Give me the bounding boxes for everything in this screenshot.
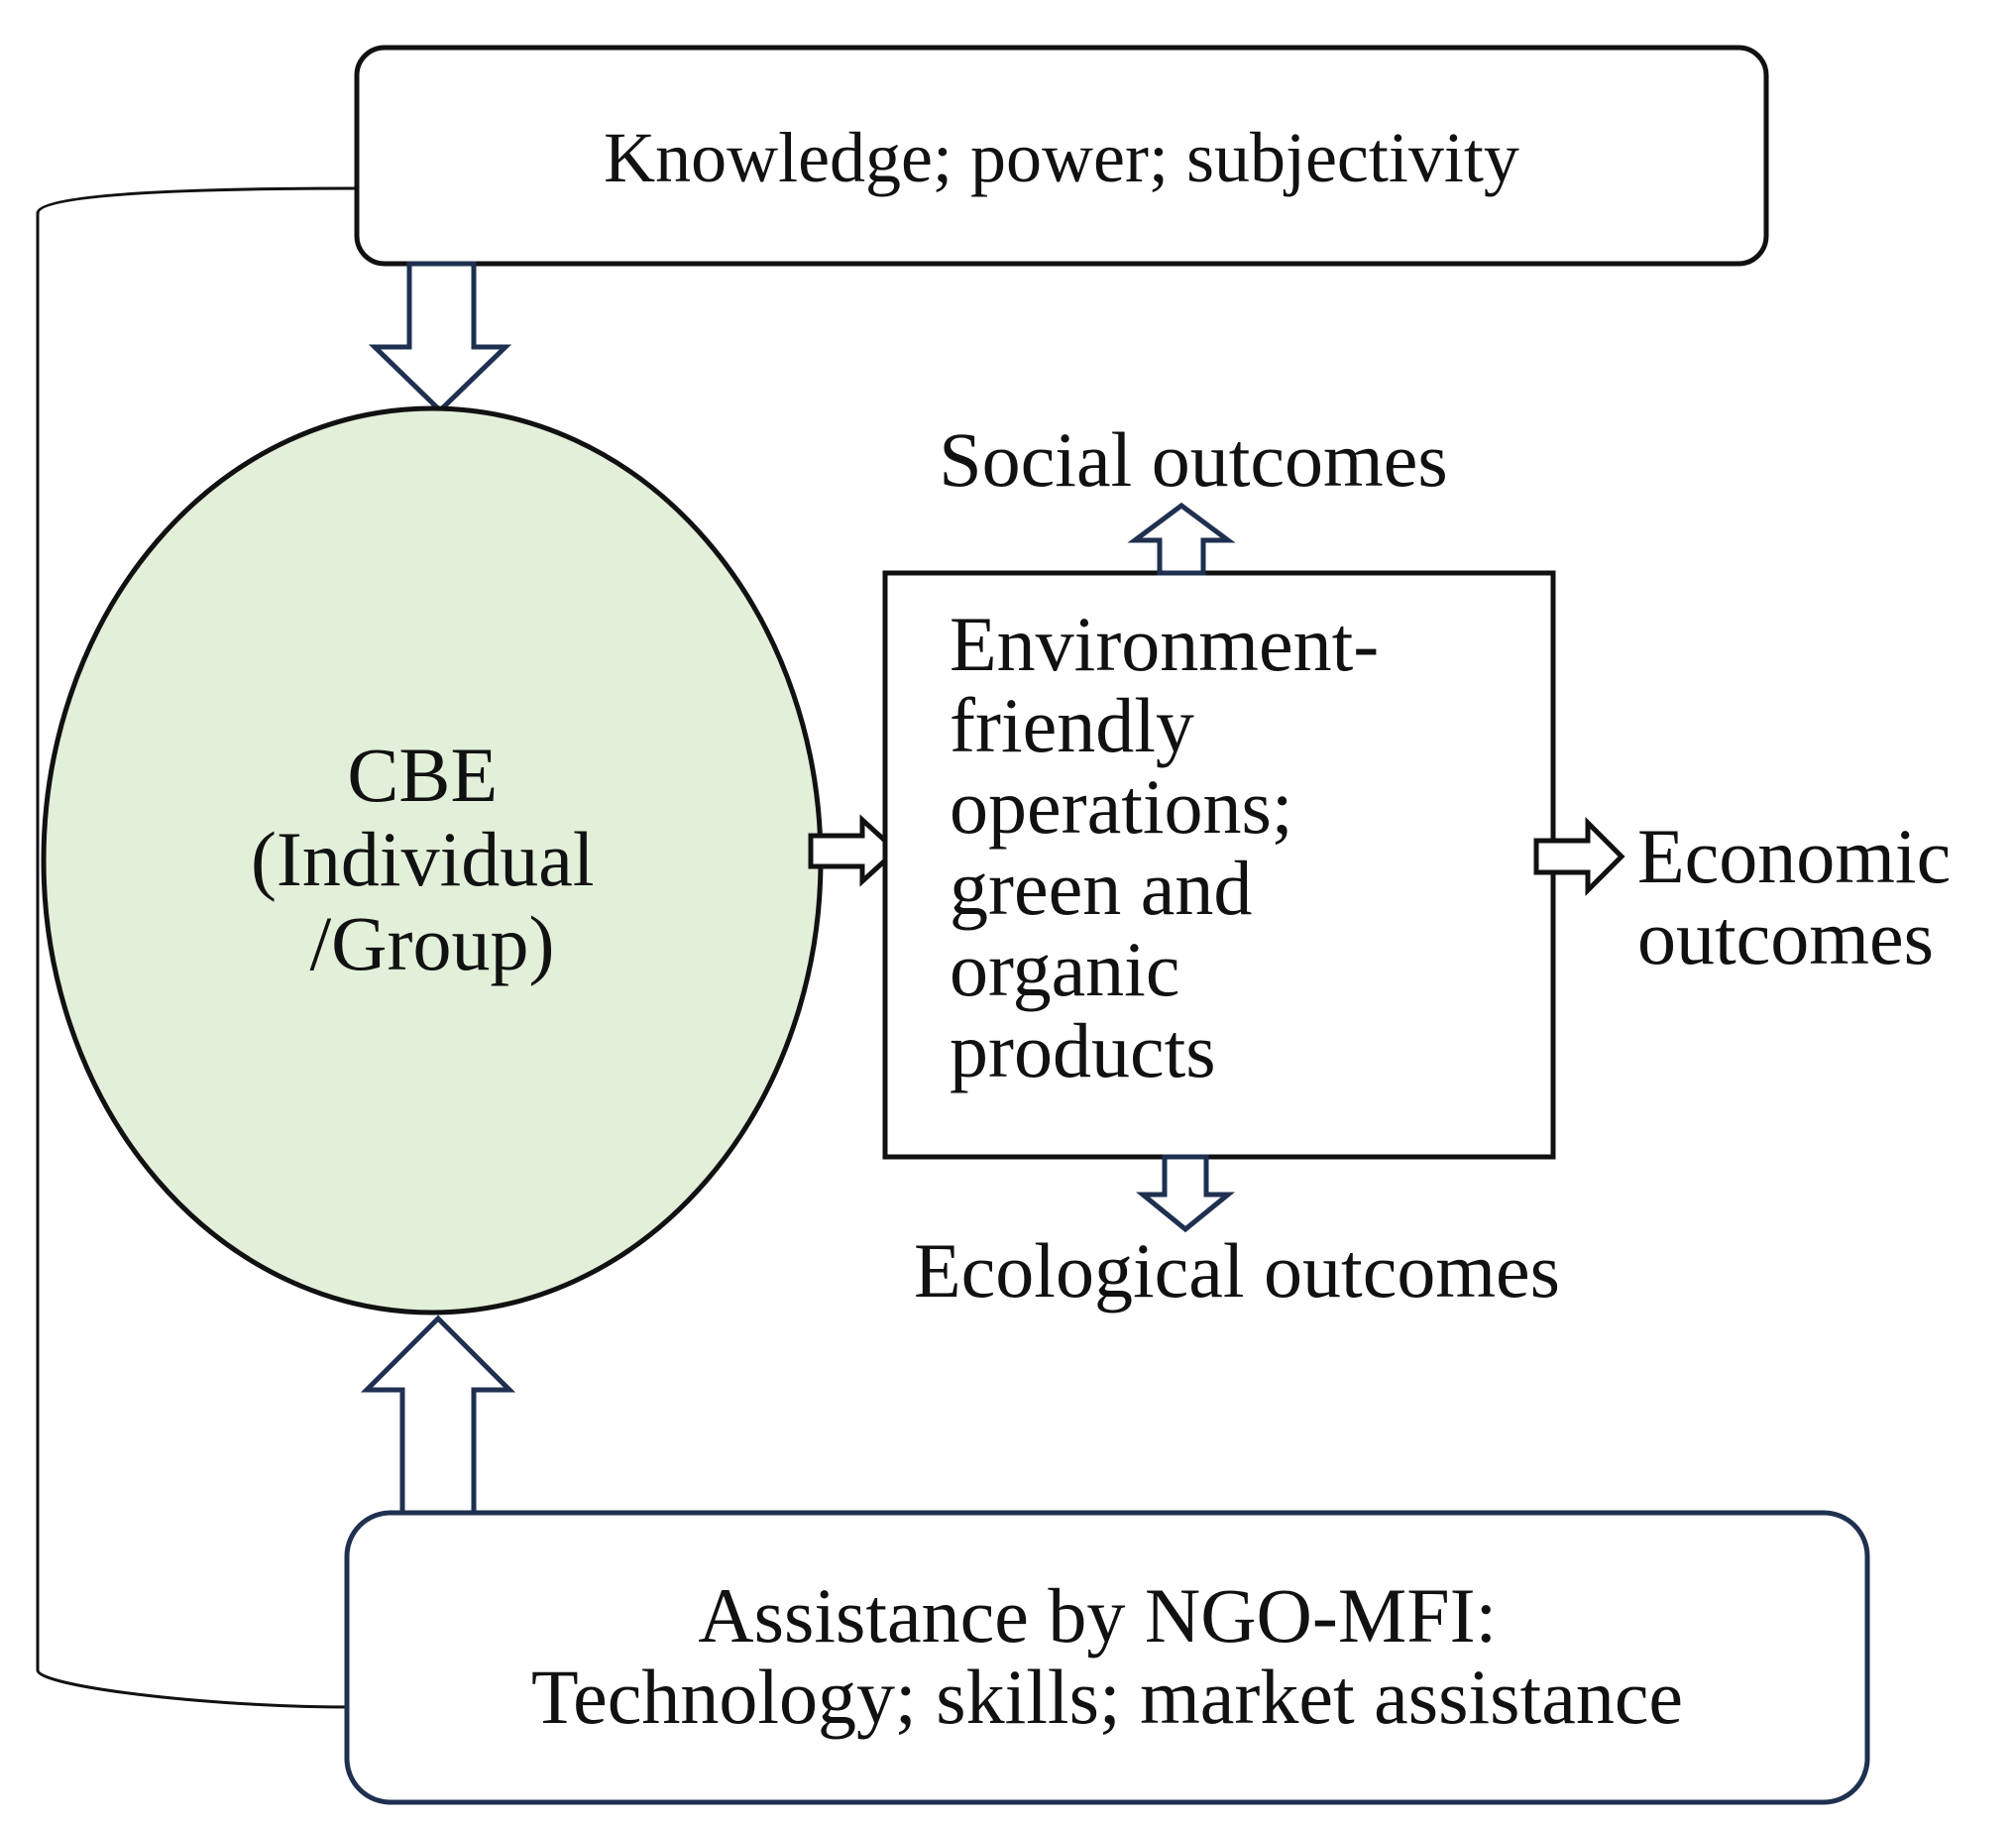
up-arrow-bottom	[360, 1315, 516, 1520]
center-box-line-1: Environment-	[950, 601, 1379, 687]
center-box-line-2: friendly	[950, 682, 1194, 768]
cbe-label: CBE (Individual /Group)	[251, 732, 614, 986]
center-box-line-6: products	[950, 1007, 1216, 1093]
center-box-line-5: organic	[950, 926, 1179, 1012]
bottom-box-label: Assistance by NGO-MFI: Technology; skill…	[531, 1572, 1683, 1740]
down-arrow-ecological	[1135, 1154, 1236, 1233]
cbe-label-line-2: (Individual	[251, 816, 595, 902]
economic-outcomes-label: Economic outcomes	[1637, 813, 1970, 980]
social-outcomes-label: Social outcomes	[939, 416, 1447, 503]
up-arrow-social	[1127, 502, 1236, 576]
ecological-outcomes-label: Ecological outcomes	[914, 1227, 1560, 1314]
top-box	[354, 45, 1769, 267]
bottom-box-line-2: Technology; skills; market assistance	[531, 1654, 1683, 1740]
economic-outcomes-line-2: outcomes	[1637, 894, 1934, 980]
center-box-line-4: green and	[950, 845, 1252, 931]
feedback-connector-line	[36, 186, 360, 1709]
bottom-box-line-1: Assistance by NGO-MFI:	[698, 1572, 1497, 1658]
cbe-label-line-1: CBE	[347, 732, 498, 818]
center-box-label: Environment- friendly operations; green …	[950, 601, 1399, 1093]
center-box-line-3: operations;	[950, 763, 1293, 850]
bottom-box	[344, 1510, 1870, 1805]
economic-outcomes-line-1: Economic	[1637, 813, 1951, 899]
down-arrow-top	[368, 261, 512, 414]
cbe-label-line-3: /Group)	[310, 900, 555, 986]
right-arrow-economic	[1533, 816, 1625, 897]
top-box-label: Knowledge; power; subjectivity	[604, 118, 1519, 197]
right-arrow-cbe	[808, 814, 900, 887]
